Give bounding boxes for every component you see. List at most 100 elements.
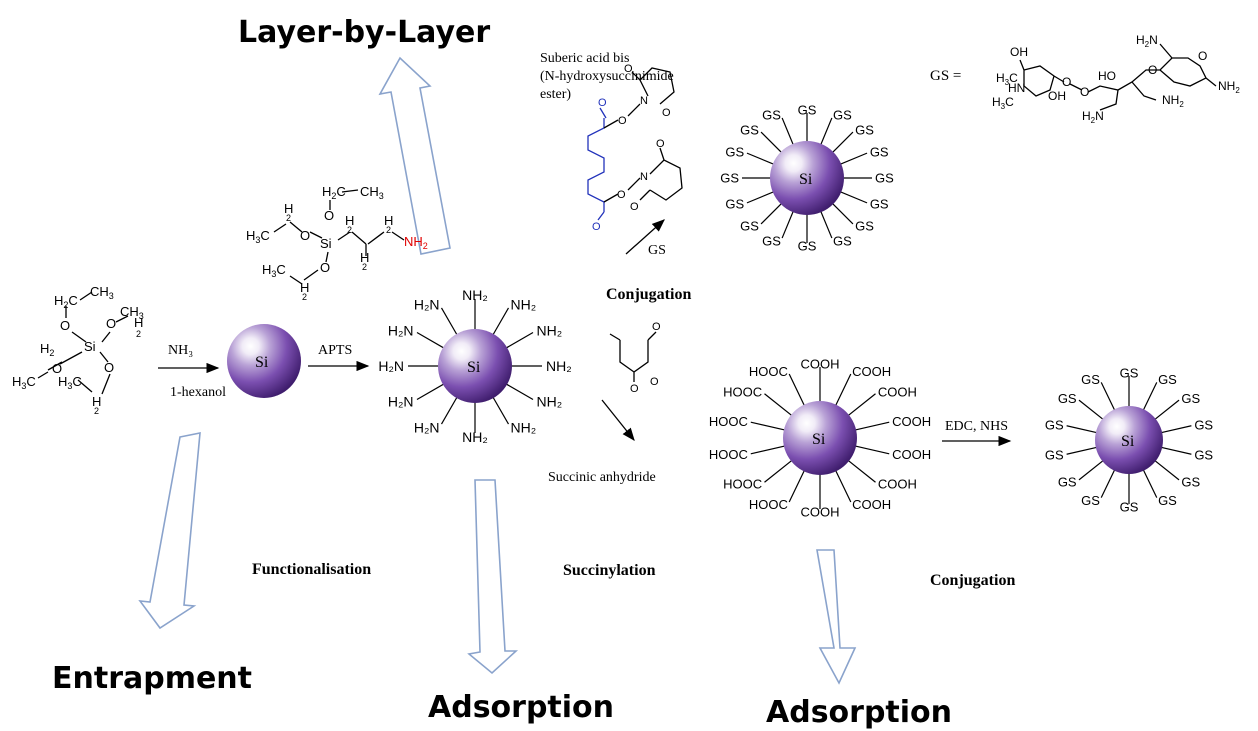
ligand-label: COOH	[892, 447, 931, 462]
svg-text:O: O	[1080, 85, 1089, 99]
svg-text:CH3: CH3	[90, 284, 114, 301]
ligand-label: COOH	[852, 364, 891, 379]
svg-text:O: O	[300, 228, 310, 243]
svg-text:H: H	[345, 213, 354, 228]
ligand-label: NH₂	[536, 322, 562, 338]
svg-text:H3C: H3C	[246, 228, 270, 245]
svg-text:O: O	[592, 221, 601, 233]
svg-text:H3C: H3C	[992, 95, 1014, 111]
suberic-label-line1: Suberic acid bis	[540, 51, 629, 66]
svg-text:H2N: H2N	[1136, 33, 1158, 49]
ligand-label: GS	[875, 171, 894, 186]
svg-text:2: 2	[302, 292, 307, 302]
ligand-label: GS	[1058, 391, 1077, 406]
ligand-label: NH₂	[536, 393, 562, 409]
ligand-label: NH₂	[511, 419, 537, 435]
suberic-label-line2: (N-hydroxysuccinimide	[540, 69, 674, 84]
ligand-label: H₂N	[414, 419, 440, 435]
ligand-label: GS	[833, 233, 852, 248]
reagent-hexanol: 1-hexanol	[170, 385, 226, 400]
ligand-label: HOOC	[723, 477, 762, 492]
ligand-label: NH₂	[546, 358, 572, 374]
svg-text:H3C: H3C	[262, 262, 286, 279]
svg-text:H: H	[360, 250, 369, 265]
ligand-label: GS	[1120, 366, 1139, 381]
svg-text:O: O	[617, 189, 626, 201]
particle-core-label: Si	[812, 431, 826, 448]
succinic-anhydride-structure: O O O	[609, 321, 661, 395]
process-layer-by-layer: Layer-by-Layer	[238, 15, 490, 50]
step-succinylation: Succinylation	[563, 562, 656, 579]
ligand-label: COOH	[801, 505, 840, 520]
ligand-label: GS	[762, 233, 781, 248]
svg-text:2: 2	[386, 225, 391, 235]
ligand-label: GS	[1181, 391, 1200, 406]
teos-structure: H2C CH3 CH3 O O H 2 Si H2 O O H3C H3C H …	[12, 284, 144, 416]
reagent-nh3: NH₃	[168, 343, 193, 358]
svg-text:H2C: H2C	[322, 184, 346, 201]
svg-text:O: O	[630, 201, 639, 213]
process-entrapment: Entrapment	[52, 661, 252, 696]
svg-text:H2N: H2N	[1082, 109, 1104, 125]
reagent-gs-arrow: GS	[648, 243, 666, 258]
particle-core-label: Si	[1121, 433, 1135, 450]
ligand-label: HOOC	[709, 447, 748, 462]
svg-text:O: O	[324, 208, 334, 223]
ligand-label: GS	[720, 171, 739, 186]
ligand-label: COOH	[801, 357, 840, 372]
svg-text:H: H	[300, 280, 309, 295]
arrow-to-entrapment	[138, 432, 201, 630]
particle-core-label: Si	[255, 354, 269, 371]
particle-core-label: Si	[467, 359, 481, 376]
arrow-gs-conjugation	[625, 219, 665, 255]
ligand-label: GS	[1081, 372, 1100, 387]
svg-text:N: N	[640, 171, 648, 183]
ligand-label: H₂N	[414, 296, 440, 312]
svg-text:NH2: NH2	[1218, 79, 1240, 95]
svg-text:O: O	[52, 361, 62, 376]
step-conjugation-2: Conjugation	[930, 572, 1015, 589]
ligand-label: GS	[740, 122, 759, 137]
particle-core	[1095, 406, 1163, 474]
process-adsorption-2: Adsorption	[766, 695, 952, 730]
ligand-label: NH₂	[511, 296, 537, 312]
ligand-label: GS	[833, 108, 852, 123]
ligand-label: GS	[798, 103, 817, 118]
particle-core-label: Si	[799, 171, 813, 188]
svg-text:HN: HN	[1008, 81, 1025, 95]
ligand-label: HOOC	[749, 364, 788, 379]
svg-text:O: O	[662, 107, 671, 119]
ligand-label: GS	[1194, 447, 1213, 462]
svg-text:O: O	[60, 318, 70, 333]
svg-text:O: O	[656, 138, 665, 150]
ligand-label: GS	[725, 145, 744, 160]
arrow-succinylation	[601, 399, 635, 442]
reagent-succinic-anhydride: Succinic anhydride	[548, 470, 656, 485]
step-functionalisation: Functionalisation	[252, 561, 371, 578]
ligand-label: GS	[740, 219, 759, 234]
arrow-to-adsorption-2	[816, 549, 857, 685]
svg-text:O: O	[320, 260, 330, 275]
svg-text:OH: OH	[1048, 89, 1066, 103]
svg-text:O: O	[598, 97, 607, 109]
svg-text:H2: H2	[40, 341, 54, 358]
ligand-label: GS	[1120, 500, 1139, 515]
svg-text:NH2: NH2	[404, 234, 428, 251]
ligand-label: GS	[1081, 493, 1100, 508]
svg-text:H2C: H2C	[54, 293, 78, 310]
apts-structure: H2C CH3 O H 2 H3C O Si H 2 H 2 NH2 H 2 O…	[246, 184, 428, 302]
svg-text:OH: OH	[1010, 45, 1028, 59]
svg-text:CH3: CH3	[360, 184, 384, 201]
ligand-label: GS	[1045, 418, 1064, 433]
ligand-label: GS	[1045, 447, 1064, 462]
gs-definition-label: GS =	[930, 68, 961, 84]
ligand-label: GS	[1181, 474, 1200, 489]
ligand-label: GS	[870, 145, 889, 160]
ligand-label: GS	[1158, 493, 1177, 508]
svg-text:Si: Si	[320, 236, 332, 251]
step-conjugation-1: Conjugation	[606, 286, 691, 303]
